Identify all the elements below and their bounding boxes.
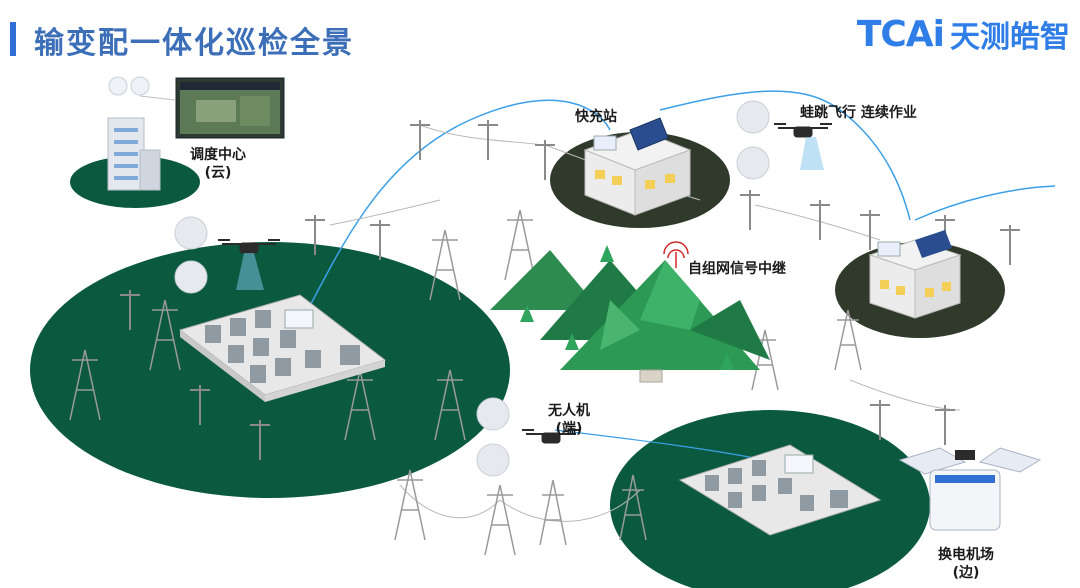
label-dispatch-text: 调度中心 xyxy=(190,147,246,163)
page-title: 输变配一体化巡检全景 xyxy=(34,26,354,61)
label-drone: 无人机 (端) xyxy=(548,402,590,438)
lower-substation xyxy=(678,444,882,536)
right-charge-station xyxy=(868,230,962,319)
drone-icon xyxy=(218,239,280,254)
substation-charge-box xyxy=(284,309,314,329)
fast-charge-station xyxy=(583,117,692,216)
drone-icon-terminal xyxy=(522,429,580,444)
lower-substation-charge-box xyxy=(784,454,814,474)
dispatch-icons xyxy=(108,76,176,101)
logo-brand: TCAi xyxy=(856,13,945,55)
dispatch-building xyxy=(107,117,161,191)
label-relay: 自组网信号中继 xyxy=(688,261,786,277)
logo-name: 天测皓智 xyxy=(950,20,1070,55)
drone-flight-path-3 xyxy=(914,185,1056,221)
drone-flight-path xyxy=(304,99,611,316)
label-swap-text: 换电机场 xyxy=(938,547,994,563)
main-substation xyxy=(178,294,387,402)
label-drone-text: 无人机 xyxy=(548,403,590,419)
relay-antenna-icon xyxy=(663,241,689,268)
drone-icon-leapfrog xyxy=(774,123,832,138)
utility-poles xyxy=(120,120,1020,460)
drone-scan-beam-2 xyxy=(800,137,824,170)
swap-station-airport xyxy=(898,447,1042,531)
label-dispatch-center: 调度中心 (云) xyxy=(190,146,246,182)
drone-flight-path-2 xyxy=(659,90,911,221)
monitoring-screen xyxy=(175,77,285,139)
label-leapfrog: 蛙跳飞行 连续作业 xyxy=(800,105,917,121)
drone-scan-beam xyxy=(236,253,264,290)
transmission-towers xyxy=(69,209,862,556)
company-logo: TCAi 天测皓智 xyxy=(857,12,1070,56)
label-dispatch-sub: (云) xyxy=(204,165,232,181)
label-swap-sub: (边) xyxy=(952,565,980,581)
title-accent-bar xyxy=(10,22,16,56)
inspection-inset-icons xyxy=(174,100,770,477)
label-drone-sub: (端) xyxy=(555,421,583,437)
label-swap-station: 换电机场 (边) xyxy=(938,546,994,582)
mountains xyxy=(490,245,770,383)
label-fast-charge: 快充站 xyxy=(575,109,617,125)
